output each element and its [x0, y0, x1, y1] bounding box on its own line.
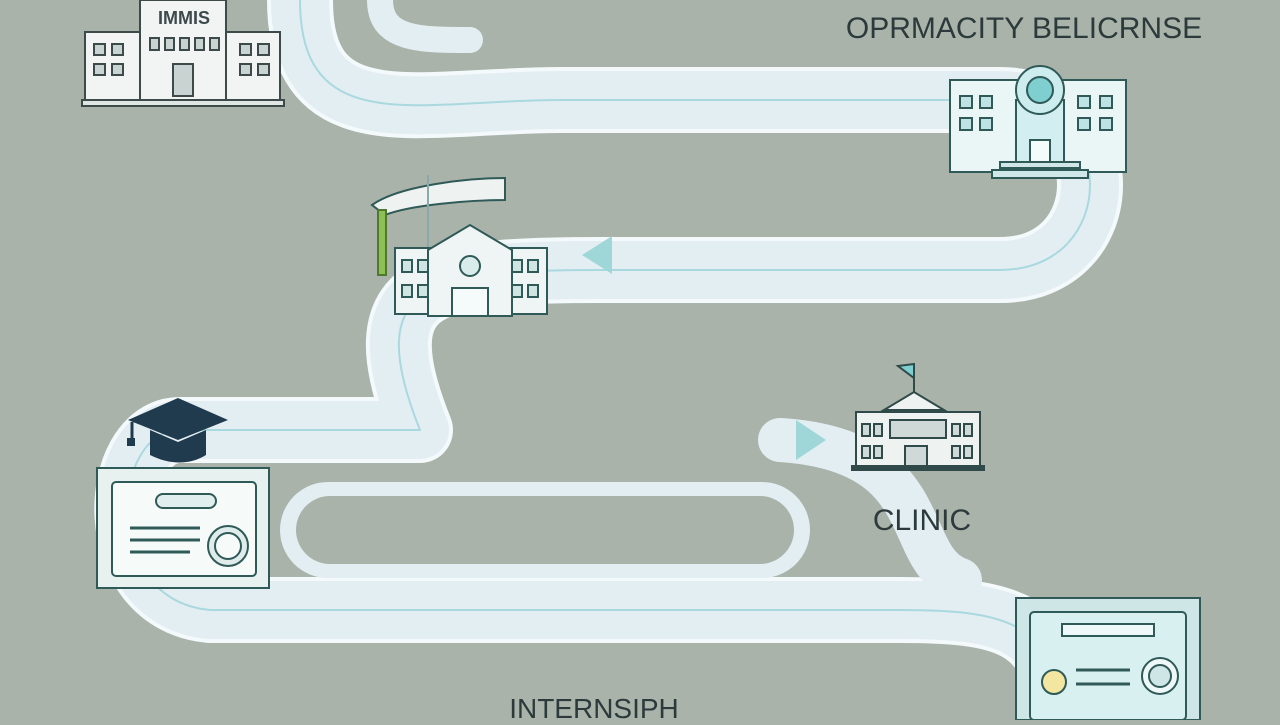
license-certificate-icon [1015, 597, 1201, 721]
university-building-icon [81, 0, 285, 107]
school-building-icon [370, 175, 548, 317]
clinic-building-icon [851, 362, 985, 471]
pharmacy-building-icon [949, 65, 1127, 179]
clinic-label: CLINIC [873, 504, 971, 537]
left-arrow-icon [582, 236, 612, 274]
winding-path [94, 0, 1123, 725]
title-label: OPRMACITY BELICRNSE [846, 12, 1202, 45]
right-arrow-icon [796, 420, 826, 460]
diploma-certificate-icon [96, 467, 270, 589]
building-sign-text: IMMIS [158, 8, 210, 28]
graduation-cap-icon [127, 398, 228, 463]
internship-label: INTERNSIPH [509, 693, 679, 720]
